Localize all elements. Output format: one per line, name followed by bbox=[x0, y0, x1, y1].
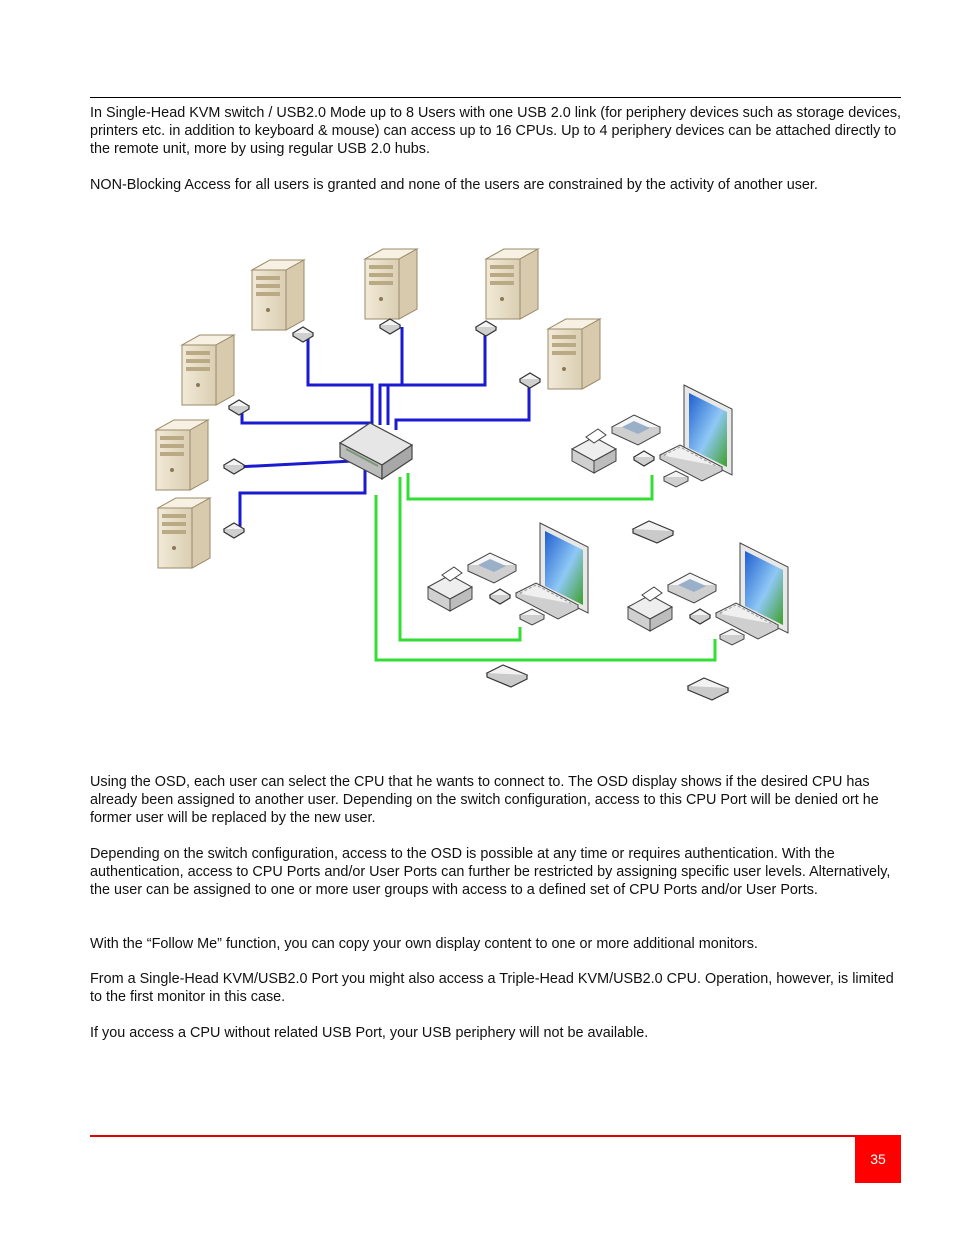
page-number: 35 bbox=[855, 1135, 901, 1183]
cpu-tower bbox=[157, 497, 211, 569]
cpu-dongle bbox=[223, 458, 245, 475]
kvm-network-diagram bbox=[155, 248, 840, 701]
user-station bbox=[628, 543, 788, 645]
header-rule bbox=[90, 97, 901, 98]
user-station bbox=[572, 385, 732, 487]
kvm-switch bbox=[338, 422, 414, 481]
user-links bbox=[374, 473, 717, 662]
cpu-dongle bbox=[475, 320, 497, 337]
cpu-tower bbox=[485, 248, 539, 320]
paragraph-follow-me: With the “Follow Me” function, you can c… bbox=[90, 936, 758, 952]
cpu-dongle bbox=[292, 326, 314, 343]
cpu-tower bbox=[155, 419, 209, 491]
cpu-tower bbox=[364, 248, 418, 320]
usb-drive bbox=[687, 677, 729, 701]
paragraph-osd-selection: Using the OSD, each user can select the … bbox=[90, 774, 879, 826]
footer-rule bbox=[90, 1135, 856, 1137]
paragraph-triple-head: From a Single-Head KVM/USB2.0 Port you m… bbox=[90, 971, 894, 1005]
usb-drive bbox=[486, 664, 528, 688]
cpu-dongle bbox=[228, 399, 250, 416]
paragraph-single-head-mode: In Single-Head KVM switch / USB2.0 Mode … bbox=[90, 105, 902, 157]
cpu-tower bbox=[181, 334, 235, 406]
paragraph-non-blocking: NON-Blocking Access for all users is gra… bbox=[90, 177, 818, 193]
paragraph-authentication: Depending on the switch configuration, a… bbox=[90, 846, 891, 898]
paragraph-usb-periphery: If you access a CPU without related USB … bbox=[90, 1025, 649, 1041]
cpu-tower bbox=[251, 259, 305, 331]
cpu-dongle bbox=[519, 372, 541, 389]
user-station bbox=[428, 523, 588, 625]
cpu-dongle bbox=[379, 318, 401, 335]
usb-drive bbox=[632, 520, 674, 544]
cpu-tower bbox=[547, 318, 601, 390]
cpu-links bbox=[235, 327, 531, 530]
